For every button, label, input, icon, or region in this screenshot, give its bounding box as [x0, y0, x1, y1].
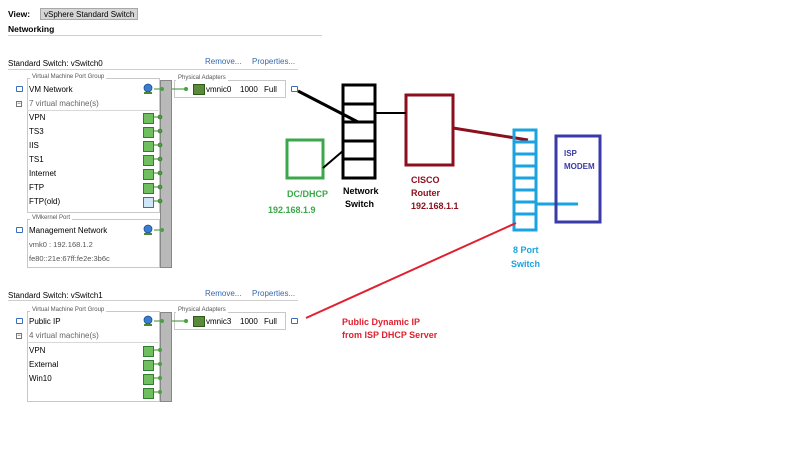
switch0-vm-iis[interactable]: IIS — [29, 141, 39, 150]
public-ip-label-line1: Public Dynamic IP — [342, 317, 421, 327]
vm-icon — [143, 374, 154, 385]
nic-icon — [193, 316, 205, 327]
dc-server-box — [285, 138, 325, 180]
network-switch-label-line1: Network — [343, 186, 379, 196]
network-switch-label-line2: Switch — [345, 199, 375, 209]
switch1-adapters-caption: Physical Adapters — [176, 307, 228, 313]
switch1-vm-win10[interactable]: Win10 — [29, 374, 52, 383]
switch0-vm-ts1[interactable]: TS1 — [29, 155, 44, 164]
switch1-vm-count: 4 virtual machine(s) — [29, 331, 99, 340]
eight-port-label-line2: Switch — [511, 259, 541, 269]
switch0-adapters-caption: Physical Adapters — [176, 75, 228, 81]
switch0-vm-portgroup-box — [27, 78, 160, 213]
switch1-divider — [8, 300, 298, 301]
switch1-vm-vpn[interactable]: VPN — [29, 346, 46, 355]
switch0-collapse-toggle[interactable]: − — [16, 101, 22, 107]
vm-icon — [143, 127, 154, 138]
router-label-line2: Router — [411, 188, 440, 198]
switch0-adapter-name[interactable]: vmnic0 — [206, 85, 232, 94]
modem-label-line1: ISP — [564, 149, 577, 158]
vm-icon — [143, 113, 154, 124]
switch1-properties-link[interactable]: Properties... — [252, 289, 296, 298]
eight-port-switch-shape — [512, 128, 538, 232]
switch0-vmkernel-comment-icon[interactable] — [16, 227, 23, 233]
switch0-adapter-comment-icon[interactable] — [291, 86, 298, 92]
view-selector[interactable]: vSphere Standard Switch — [40, 8, 138, 20]
switch1-remove-link[interactable]: Remove... — [205, 289, 242, 298]
vm-icon — [143, 141, 154, 152]
switch0-portgroup-name[interactable]: VM Network — [29, 85, 73, 94]
vm-icon — [143, 346, 154, 357]
switch0-remove-link[interactable]: Remove... — [205, 57, 242, 66]
switch1-vm-portgroup-box — [27, 311, 160, 402]
switch1-collapse-toggle[interactable]: − — [16, 333, 22, 339]
networking-tab-title: Networking — [8, 24, 55, 34]
switch1-adapter-name[interactable]: vmnic3 — [206, 317, 232, 326]
switch1-vswitch-bar — [160, 312, 172, 402]
switch0-portgroup-network-icon — [143, 83, 153, 94]
switch0-mgmt-network-name[interactable]: Management Network — [29, 226, 108, 235]
switch0-vm-connectors — [150, 114, 163, 204]
switch0-vm-count: 7 virtual machine(s) — [29, 99, 99, 108]
vmnic0-to-network-switch-link — [297, 89, 359, 124]
header-divider — [8, 35, 322, 36]
cisco-router-box — [404, 93, 455, 167]
switch1-vm-list-divider — [27, 342, 160, 343]
switch0-vm-portgroup-caption: Virtual Machine Port Group — [30, 74, 107, 80]
switch0-vm-internet[interactable]: Internet — [29, 169, 57, 178]
vm-icon — [143, 388, 154, 399]
dc-label: DC/DHCP — [287, 189, 329, 199]
switch0-adapter-duplex: Full — [264, 85, 277, 94]
switch0-vm-ftp[interactable]: FTP — [29, 183, 45, 192]
modem-label-line2: MODEM — [564, 162, 595, 171]
vm-icon — [143, 169, 154, 180]
switch1-vm-portgroup-caption: Virtual Machine Port Group — [30, 307, 107, 313]
router-ip: 192.168.1.1 — [411, 201, 459, 211]
dc-to-switch-link — [322, 149, 345, 169]
isp-modem-box — [554, 134, 602, 224]
switch1-title: Standard Switch: vSwitch1 — [8, 291, 103, 300]
switch0-vmkernel-box — [27, 219, 160, 268]
switch1-portgroup-comment-icon[interactable] — [16, 318, 23, 324]
vm-icon — [143, 155, 154, 166]
public-ip-label-line2: from ISP DHCP Server — [342, 330, 438, 340]
switch0-adapter-speed: 1000 — [240, 85, 258, 94]
switch0-vm-vpn[interactable]: VPN — [29, 113, 46, 122]
vm-icon-powered-off — [143, 197, 154, 208]
switch1-portgroup-connector — [154, 319, 164, 323]
view-label: View: — [8, 9, 31, 19]
switch0-title: Standard Switch: vSwitch0 — [8, 59, 103, 68]
switch0-vmkernel-network-icon — [143, 224, 153, 235]
nic-icon — [193, 84, 205, 95]
switch0-vm-list-divider — [27, 110, 160, 111]
vm-icon — [143, 183, 154, 194]
switch0-vm-ts3[interactable]: TS3 — [29, 127, 44, 136]
vm-icon — [143, 360, 154, 371]
eight-port-label-line1: 8 Port — [513, 245, 539, 255]
switch0-divider — [8, 69, 298, 70]
switch1-adapter-connector — [172, 319, 188, 323]
switch0-properties-link[interactable]: Properties... — [252, 57, 296, 66]
switch1-portgroup-name[interactable]: Public IP — [29, 317, 61, 326]
router-label-line1: CISCO — [411, 175, 440, 185]
switch1-adapter-comment-icon[interactable] — [291, 318, 298, 324]
switch0-adapter-connector — [172, 87, 188, 91]
dc-ip: 192.168.1.9 — [268, 205, 316, 215]
network-switch-shape — [341, 83, 377, 180]
switch1-adapter-speed: 1000 — [240, 317, 258, 326]
switch1-portgroup-network-icon — [143, 315, 153, 326]
switch0-portgroup-comment-icon[interactable] — [16, 86, 23, 92]
switch1-adapter-duplex: Full — [264, 317, 277, 326]
switch0-mgmt-ipv6: fe80::21e:67ff:fe2e:3b6c — [29, 254, 110, 263]
switch0-portgroup-connectors — [154, 87, 164, 232]
switch0-mgmt-ipv4: vmk0 : 192.168.1.2 — [29, 240, 93, 249]
switch0-vmkernel-caption: VMkernel Port — [30, 215, 73, 221]
public-ip-link — [305, 222, 517, 319]
switch1-vm-external[interactable]: External — [29, 360, 59, 369]
switch0-vm-ftp-old[interactable]: FTP(old) — [29, 197, 61, 206]
